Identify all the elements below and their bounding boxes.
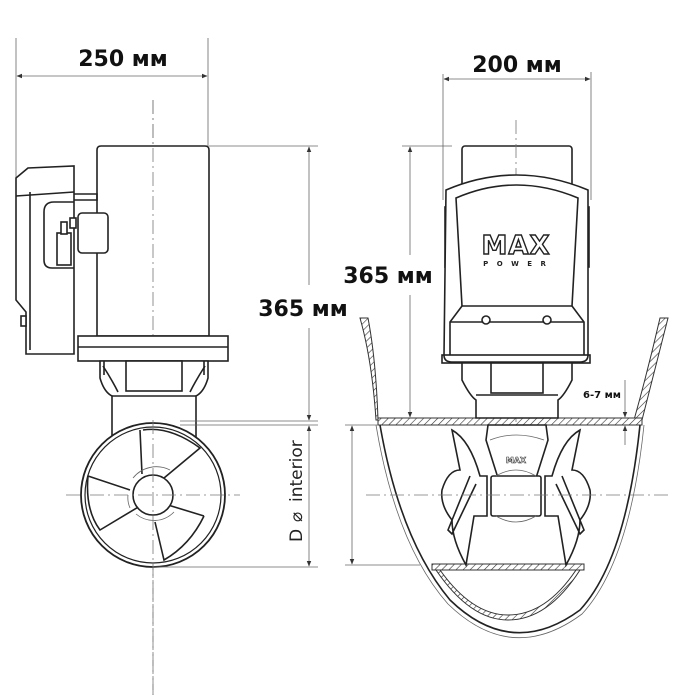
control-box <box>15 165 109 355</box>
side-width-dimension <box>15 38 209 180</box>
front-width-label: 200 мм <box>472 53 562 78</box>
small-max-logo: MAX <box>506 456 527 465</box>
front-tunnel-dimension <box>345 424 420 566</box>
motor-body <box>96 145 210 337</box>
side-view <box>15 38 318 695</box>
side-width-label: 250 мм <box>78 47 168 72</box>
diameter-symbol-icon: ⌀ <box>287 512 307 522</box>
side-height-dimension <box>180 145 318 422</box>
tunnel-diameter-d: D <box>287 529 307 542</box>
gear-leg <box>99 360 209 441</box>
front-gear-leg <box>461 362 573 419</box>
front-view: MAX P O W E R MAX <box>345 72 670 639</box>
power-logo: P O W E R <box>483 260 549 268</box>
front-propeller: MAX <box>366 424 670 568</box>
side-height-label: 365 мм <box>258 297 348 322</box>
tunnel-diameter-label: D ⌀ interior <box>287 440 307 542</box>
front-width-dimension <box>442 72 592 200</box>
max-logo: MAX <box>481 231 550 261</box>
motor-cover <box>441 174 591 364</box>
tunnel-diameter-word: interior <box>287 440 307 502</box>
wall-thickness-label: 6-7 мм <box>583 390 621 401</box>
front-height-label: 365 мм <box>343 264 433 289</box>
tunnel-diameter-dimension <box>153 424 318 568</box>
front-height-dimension <box>402 145 452 418</box>
mounting-flange <box>77 335 229 362</box>
hull-section <box>359 317 669 639</box>
